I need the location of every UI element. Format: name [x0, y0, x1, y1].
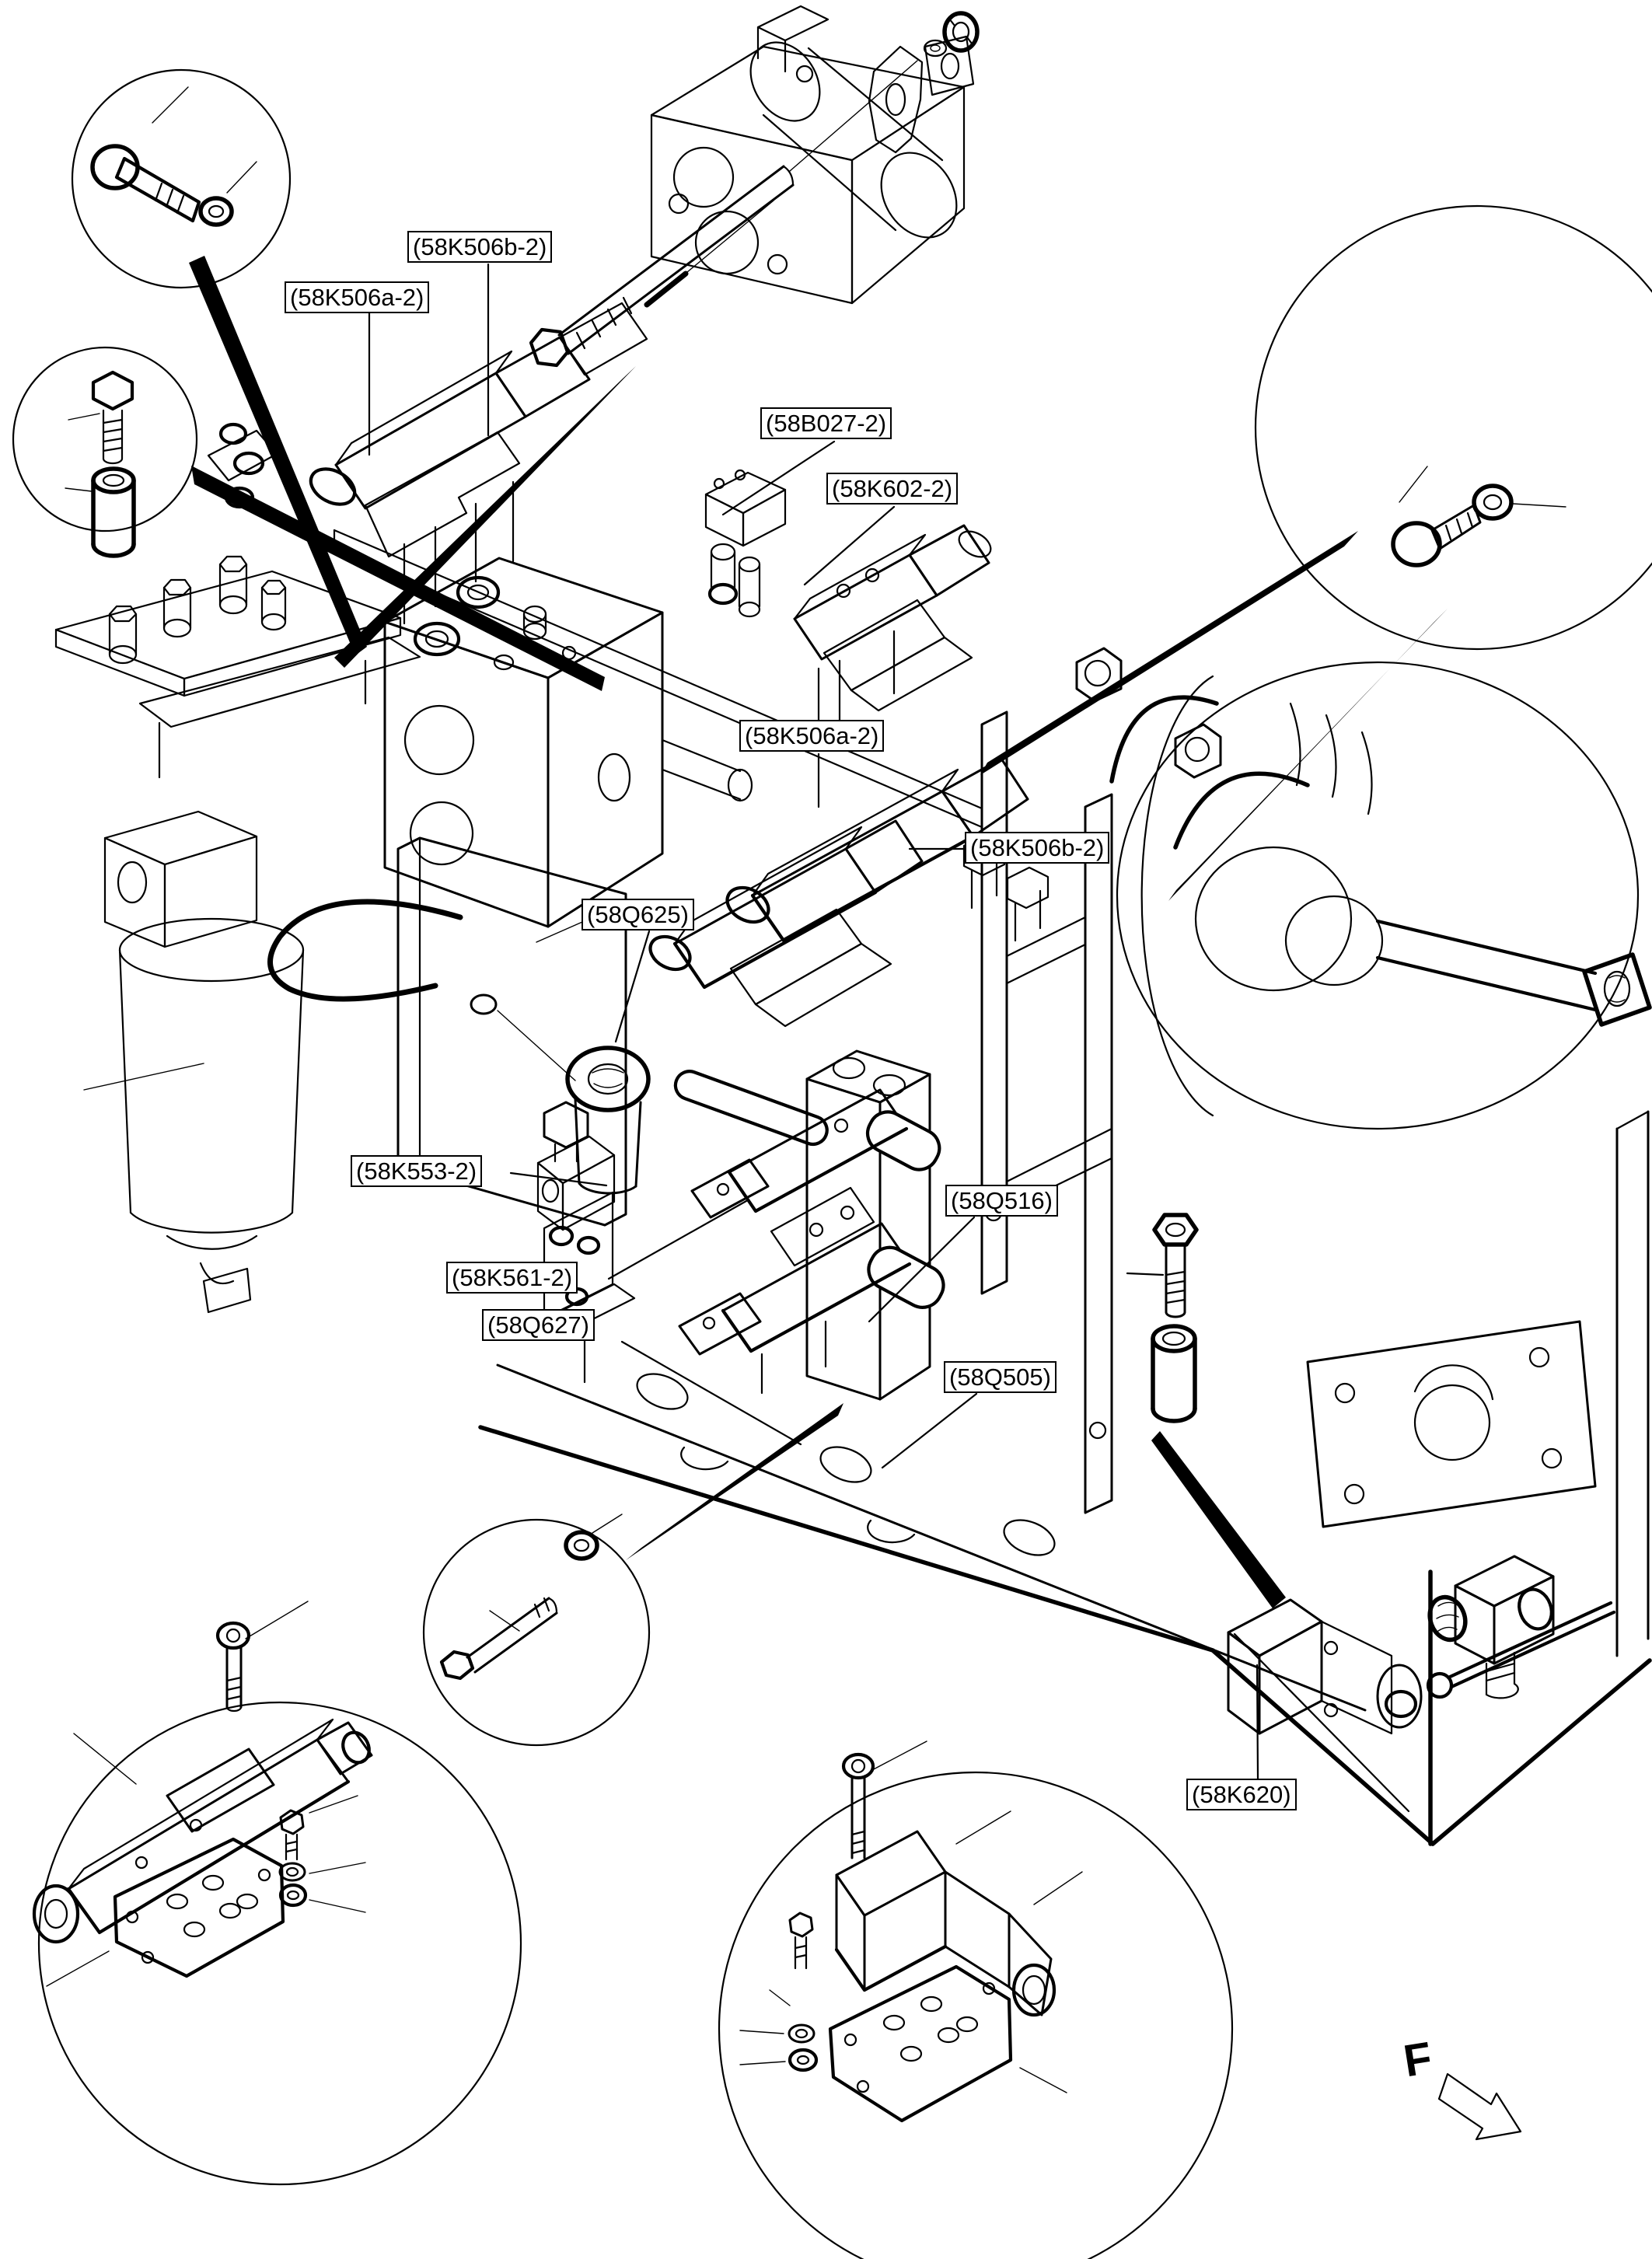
- square-plate: [924, 35, 975, 96]
- mount-rail: [333, 529, 983, 829]
- direction-arrow: [1437, 2072, 1522, 2141]
- callout-circles: [12, 68, 1652, 2259]
- fitting-right: [1426, 1555, 1616, 1699]
- valve-58B027: [704, 469, 787, 618]
- callout-assembly-bottom-left: [32, 1601, 373, 1987]
- part-label-58K506b-2-mid: (58K506b-2): [965, 832, 1110, 864]
- top-manifold-assembly: [644, 5, 980, 308]
- part-label-58K553-2: (58K553-2): [351, 1155, 483, 1187]
- winch-frame: [478, 647, 1652, 1846]
- long-hex-bolt: [529, 60, 918, 368]
- filter-assembly: [54, 555, 627, 1314]
- studs: [108, 555, 287, 665]
- part-label-58Q627: (58Q627): [482, 1309, 595, 1341]
- valves-58K506-mid: [648, 757, 1050, 1028]
- valve-58K602: [793, 524, 992, 724]
- part-label-58K506a-2-mid: (58K506a-2): [739, 720, 885, 752]
- part-label-58K602-2: (58K602-2): [826, 473, 959, 505]
- callout-bolt-nut-right: [1391, 466, 1566, 567]
- callout-bolt-spacer-left: [65, 370, 136, 558]
- shaft-nut: [1582, 952, 1652, 1027]
- part-label-58K506a-2-top: (58K506a-2): [285, 281, 430, 313]
- part-label-58K620: (58K620): [1186, 1779, 1297, 1810]
- part-label-58K506b-2-top: (58K506b-2): [407, 231, 553, 263]
- nut: [942, 11, 980, 53]
- valve-stack-lower: [673, 1049, 945, 1401]
- central-manifold-block: [383, 557, 753, 928]
- part-label-58Q625: (58Q625): [582, 899, 694, 930]
- bracket-plate: [1306, 1320, 1597, 1528]
- part-label-58B027-2: (58B027-2): [760, 407, 892, 439]
- callout-bolt-nut-mid: [439, 1514, 623, 1681]
- washer: [923, 39, 948, 58]
- gasket-plate: [868, 45, 924, 154]
- part-label-58Q516: (58Q516): [945, 1185, 1058, 1217]
- label-leader-lines: [368, 263, 1259, 1780]
- callout-assembly-bottom-center: [739, 1741, 1083, 2123]
- valve-58K620: [1227, 1598, 1423, 1735]
- fitting-58Q625: [565, 1046, 651, 1195]
- callout-bolt-nut-top-left: [90, 86, 257, 227]
- part-label-58Q505: (58Q505): [944, 1361, 1057, 1393]
- leader-wedges: [189, 256, 1448, 1608]
- part-label-58K561-2: (58K561-2): [446, 1262, 578, 1294]
- coil-cylinder: [749, 41, 958, 239]
- bolt-and-spacer: [1151, 1213, 1199, 1423]
